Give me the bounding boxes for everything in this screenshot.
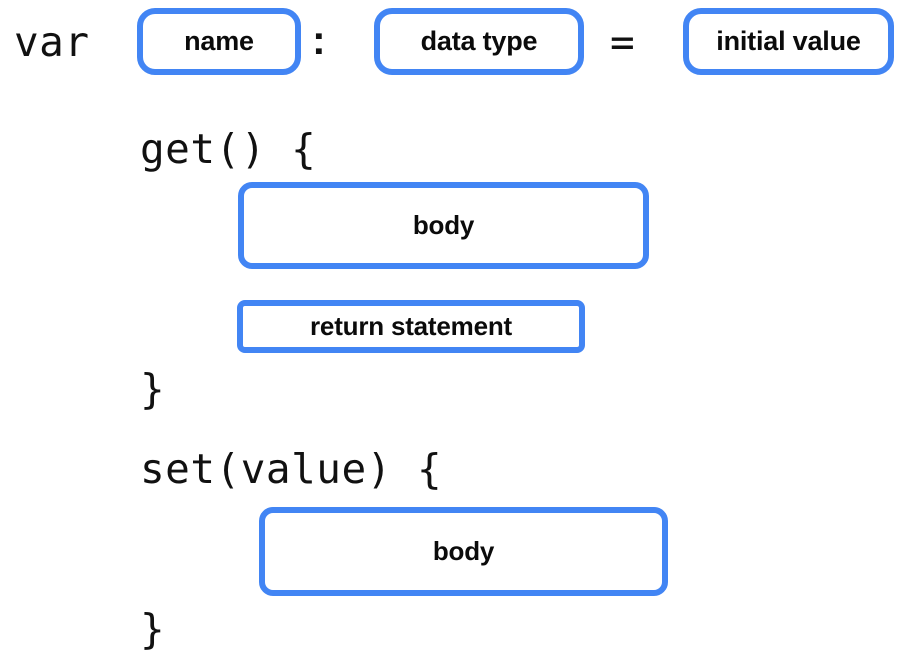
getter-body-placeholder-box[interactable]: body (238, 182, 649, 269)
initial-value-placeholder-box[interactable]: initial value (683, 8, 894, 75)
return-statement-placeholder-label: return statement (310, 311, 512, 341)
assignment-operator: = (610, 18, 636, 66)
data-type-placeholder-label: data type (420, 26, 538, 56)
name-placeholder-label: name (184, 26, 254, 56)
data-type-placeholder-box[interactable]: data type (374, 8, 584, 75)
return-statement-placeholder-box[interactable]: return statement (237, 300, 585, 353)
setter-body-placeholder-label: body (432, 536, 495, 566)
getter-closing-brace: } (140, 365, 166, 413)
setter-body-placeholder-box[interactable]: body (259, 507, 668, 596)
setter-header: set(value) { (140, 445, 443, 493)
setter-closing-brace: } (140, 605, 166, 653)
getter-header: get() { (140, 125, 317, 173)
var-keyword: var (14, 18, 90, 66)
initial-value-placeholder-label: initial value (716, 26, 861, 56)
name-placeholder-box[interactable]: name (137, 8, 301, 75)
colon-separator: : (312, 17, 327, 63)
getter-body-placeholder-label: body (412, 210, 475, 240)
